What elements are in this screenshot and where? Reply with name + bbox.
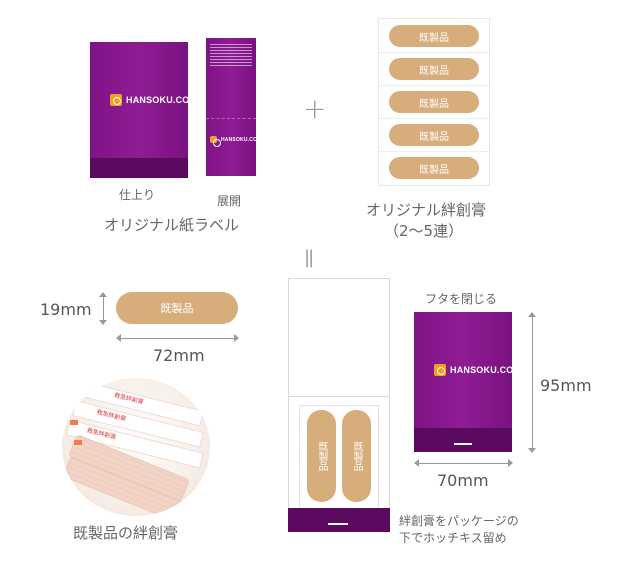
logo-text-small: HANSOKU.COM [221,136,262,143]
caption-finished: 仕上り [119,188,156,202]
brand-logo: HANSOKU.COM [110,94,197,106]
photo-label-text: 救急絆創膏 [95,408,127,423]
photo-label-text: 救急絆創膏 [113,391,145,406]
arrow-up-icon [528,312,536,317]
closed-height-arrow [532,316,533,450]
label-unfolded: HANSOKU.COM [206,38,261,176]
strip-bandage: 既製品 [389,157,479,179]
logo-mark-icon [110,94,122,106]
strip-row [379,85,489,119]
package-bandage-right: 既製品 [342,410,371,502]
ready-made-bandage: 既製品 [116,292,238,324]
strip-row [379,52,489,86]
title-paper-label: オリジナル紙ラベル [104,216,240,234]
fold-line [206,118,256,119]
title-bandage-line1: オリジナル絆創膏 [366,201,487,219]
staple-note-line2: 下でホッチキス留め [399,531,507,545]
strip-bandage: 既製品 [389,25,479,47]
arrow-left-icon [116,334,121,342]
arrow-left-icon [414,459,419,467]
closed-width-arrow [416,463,510,464]
staple-note-line1: 絆創膏をパッケージの [399,514,519,528]
package-lid [288,278,390,398]
arrow-down-icon [99,320,107,325]
label-bottom-band [90,158,188,178]
strip-row [379,19,489,53]
width-arrow [118,338,236,339]
unfolded-logo: HANSOKU.COM [210,136,262,147]
label-finished: HANSOKU.COM [90,42,197,178]
package-bandage-left: 既製品 [307,410,336,502]
closed-package: HANSOKU.COM [414,312,521,452]
package-bottom-band [288,508,390,532]
logo-mark-icon [434,364,446,376]
strip-row [379,118,489,152]
strip-bandage: 既製品 [389,91,479,113]
logo-mark-icon [210,136,221,147]
logo-text: HANSOKU.COM [450,365,522,375]
width-72mm-label: 72mm [153,346,205,365]
photo-arrow-icon [74,440,82,445]
strip-bandage: 既製品 [389,124,479,146]
equals-sign: || [304,247,314,268]
staple-mark [328,523,348,525]
arrow-down-icon [528,448,536,453]
arrow-right-icon [508,459,513,467]
photo-caption: 既製品の絆創膏 [73,524,179,542]
closed-logo: HANSOKU.COM [434,364,521,376]
caption-unfolded: 展開 [217,194,242,208]
closed-title: フタを閉じる [425,292,498,306]
photo-arrow-icon [70,420,78,425]
title-bandage-line2: （2〜5連） [384,222,464,240]
closed-bottom-band [414,428,512,452]
logo-text: HANSOKU.COM [126,95,198,105]
plus-sign: + [303,92,327,125]
arrow-right-icon [234,334,239,342]
bandage-strip: 既製品 既製品 既製品 既製品 既製品 [378,18,490,186]
arrow-up-icon [99,292,107,297]
height-19mm-label: 19mm [40,300,92,319]
width-70mm-label: 70mm [437,471,489,490]
bandage-photo: 救急絆創膏 救急絆創膏 救急絆創膏 [62,378,210,516]
staple-mark [454,443,472,445]
package-body [288,396,390,510]
unfolded-fine-print [210,44,252,66]
height-95mm-label: 95mm [540,376,592,395]
height-arrow [103,294,104,322]
strip-bandage: 既製品 [389,58,479,80]
